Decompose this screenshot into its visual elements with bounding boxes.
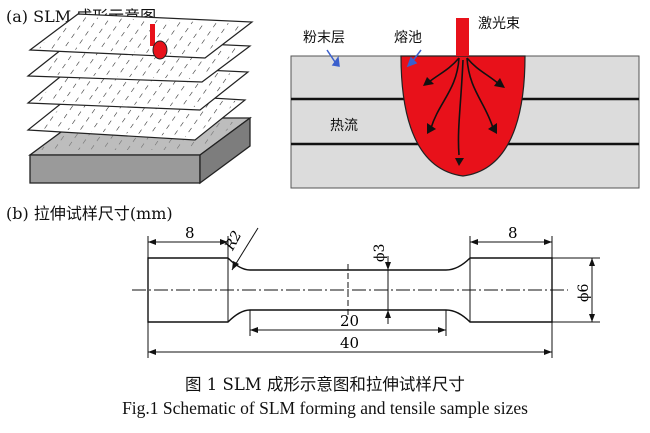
dim-grip-right: 8 [508, 224, 518, 242]
dim-outer-dia: ϕ6 [576, 283, 592, 302]
base-plate-front [29, 154, 201, 184]
laser-beam-small [150, 24, 155, 46]
caption-en: Fig.1 Schematic of SLM forming and tensi… [122, 398, 528, 418]
panel-b-title: (b) 拉伸试样尺寸(mm) [6, 204, 173, 223]
base-plate-side [199, 116, 251, 185]
melt-pool-label: 熔池 [394, 30, 422, 46]
laser-beam-label: 激光束 [478, 16, 520, 32]
dim-gauge-len: 20 [340, 312, 359, 330]
tensile-specimen-drawing: 8 8 R2 ϕ3 ϕ6 20 40 [132, 224, 600, 358]
dim-grip-left: 8 [185, 224, 195, 242]
heat-flow-label: 热流 [330, 118, 358, 134]
slm-layer-stack [26, 13, 254, 185]
melt-spot [152, 40, 168, 60]
dim-total-len: 40 [340, 334, 359, 352]
dim-neck-dia: ϕ3 [372, 244, 388, 262]
powder-layer-label: 粉末层 [303, 30, 345, 46]
laser-beam [456, 18, 469, 56]
caption-zh: 图 1 SLM 成形示意图和拉伸试样尺寸 [185, 375, 465, 394]
melt-pool-section [289, 10, 641, 192]
dim-radius: R2 [222, 228, 246, 254]
